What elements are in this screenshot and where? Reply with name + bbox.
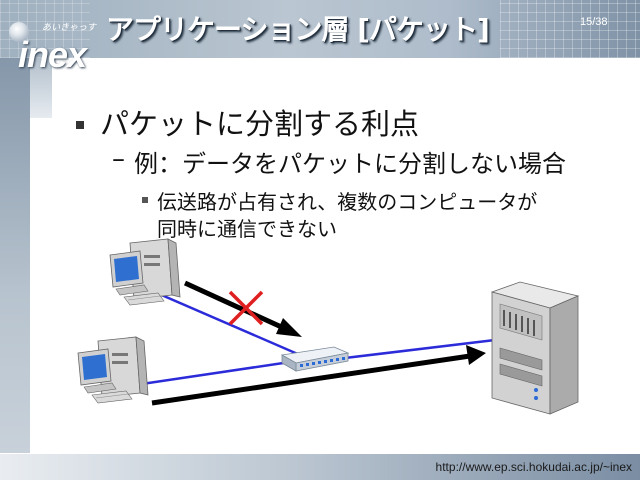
link-computer1-switch — [149, 288, 301, 357]
desktop-computer-icon — [77, 336, 149, 404]
link-computer2-switch — [134, 360, 291, 387]
logo-sphere-icon — [9, 22, 29, 42]
arrow-computer1-to-switch — [183, 280, 302, 337]
slide-title: アプリケーション層 [パケット] — [106, 13, 490, 46]
inex-logo: あいきゃっす inex — [2, 14, 112, 84]
server-tower-icon — [490, 281, 580, 415]
bullet-level1: パケットに分割する利点 — [100, 107, 420, 141]
left-panel — [30, 58, 52, 118]
header-band — [0, 0, 640, 58]
desktop-computer-icon — [109, 238, 181, 306]
footer-band: http://www.ep.sci.hokudai.ac.jp/~inex — [0, 454, 640, 480]
arrow-computer2-to-server — [151, 345, 486, 406]
bullet-level3-line1: 伝送路が占有され、複数のコンピュータが — [157, 190, 538, 214]
bullet-marker-level1 — [76, 121, 84, 129]
link-switch-server — [344, 338, 496, 360]
left-band — [0, 58, 30, 453]
logo-text: inex — [18, 34, 87, 75]
blocked-cross-mark — [228, 290, 264, 326]
bullet-level2: 例：データをパケットに分割しない場合 — [134, 150, 566, 178]
network-switch-icon — [280, 346, 350, 372]
page-number: 15/38 — [580, 16, 608, 28]
bullet-level3-line2: 同時に通信できない — [157, 217, 337, 241]
header-grid-pattern-right — [500, 0, 640, 58]
bullet-marker-level3 — [142, 197, 148, 203]
logo-subtext: あいきゃっす — [42, 23, 97, 33]
bullet-marker-level2: – — [112, 144, 125, 174]
footer-url: http://www.ep.sci.hokudai.ac.jp/~inex — [435, 460, 632, 474]
